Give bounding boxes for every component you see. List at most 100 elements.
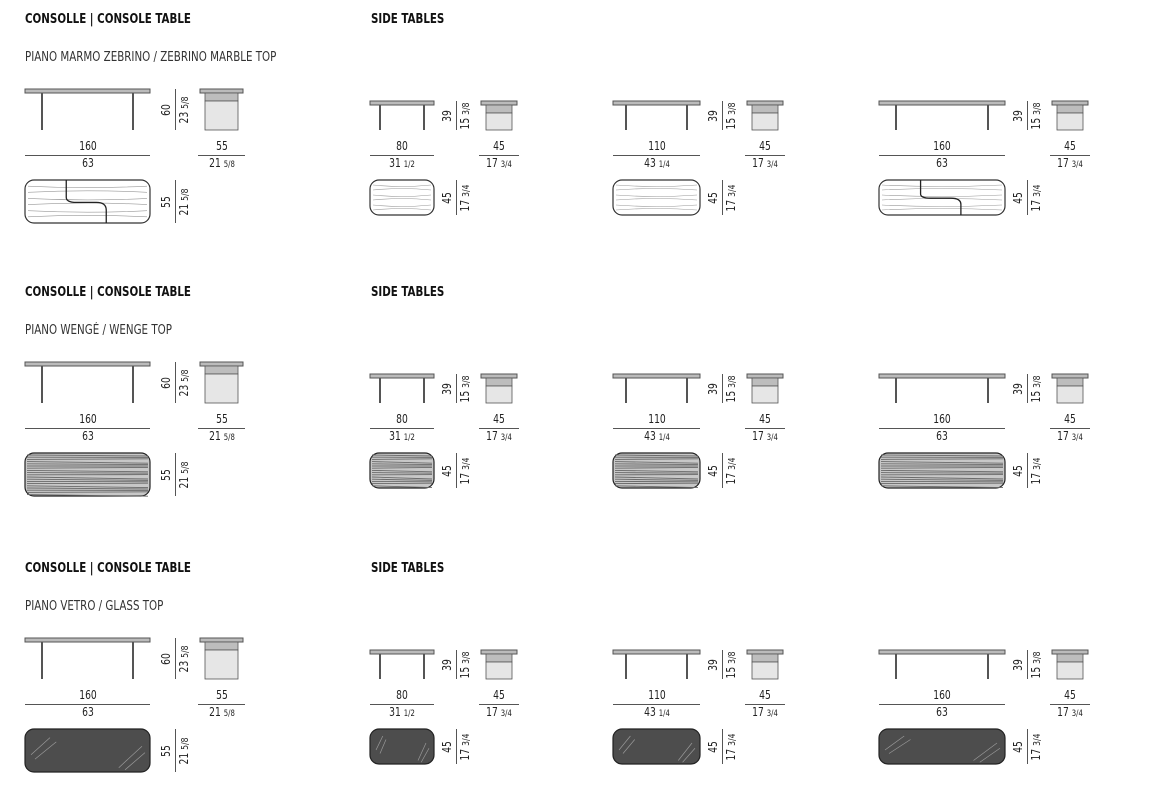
width-inches: 31 1/2 [389,705,415,719]
depth-inches: 17 3/4 [752,429,778,443]
depth-cm: 45 [759,139,771,153]
height-inches-fraction: 3/8 [727,651,738,664]
depth-cm: 55 [216,688,228,702]
width-cm-value: 110 [647,139,666,153]
depth-inches: 17 3/4 [1057,156,1083,170]
top-depth-cm: 45 [706,192,720,204]
depth-cm-value: 45 [759,688,771,702]
top-depth-inches-fraction: 5/8 [180,188,191,201]
top-depth-inches-fraction: 3/4 [1032,184,1043,197]
depth-cm-value: 45 [493,139,505,153]
height-inches-value: 15 [458,390,472,402]
width-dimension-line [370,428,434,429]
top-depth-inches-fraction: 3/4 [461,457,472,470]
height-dimension-line [1027,374,1028,403]
top-depth-cm-value: 45 [1011,740,1025,753]
top-depth-inches: 17 3/4 [724,733,738,760]
side-table-80-side-view [480,649,518,680]
top-depth-cm-value: 45 [706,740,720,753]
depth-inches: 17 3/4 [752,156,778,170]
width-cm-value: 160 [933,688,951,702]
side-table-160-top-view [878,452,1006,489]
side-table-80-top-view [369,179,435,216]
side-tables-section-title: SIDE TABLES [371,285,445,300]
width-cm-value: 160 [933,412,951,426]
height-dimension-line [175,362,176,403]
console-table-top-view [24,728,151,773]
top-depth-inches: 17 3/4 [724,457,738,484]
width-inches: 63 [82,156,94,170]
width-dimension-line [613,704,700,705]
depth-inches-fraction: 3/4 [500,160,512,170]
height-cm-value: 60 [159,103,173,116]
height-inches: 15 3/8 [1029,102,1043,129]
width-cm-value: 80 [396,688,408,702]
width-cm: 160 [933,139,951,153]
width-dimension-line [370,704,434,705]
width-inches-value: 43 [643,429,656,443]
width-cm-value: 80 [396,412,408,426]
height-inches-fraction: 5/8 [180,645,191,658]
height-cm: 39 [706,659,720,671]
console-section-title: CONSOLLE | CONSOLE TABLE [25,285,191,300]
side-table-80-top-view [369,728,435,765]
top-depth-inches-fraction: 3/4 [727,733,738,746]
side-table-160-front-view [878,373,1006,403]
width-cm: 160 [79,688,97,702]
top-depth-inches-value: 21 [177,752,191,764]
depth-inches-fraction: 3/4 [766,433,778,443]
height-inches-value: 15 [724,117,738,129]
depth-cm: 55 [216,412,228,426]
depth-inches-value: 17 [752,156,764,170]
height-cm: 39 [440,659,454,671]
side-table-80-front-view [369,649,435,679]
top-depth-cm: 55 [159,745,173,757]
side-table-80-front-view [369,100,435,130]
depth-cm: 45 [1064,688,1076,702]
depth-inches-fraction: 3/4 [766,709,778,719]
height-cm-value: 39 [440,109,454,122]
height-dimension-line [456,101,457,130]
top-depth-inches: 17 3/4 [1029,733,1043,760]
top-depth-inches: 17 3/4 [1029,184,1043,211]
height-dimension-line [1027,101,1028,130]
depth-inches: 17 3/4 [486,705,512,719]
height-inches-value: 23 [177,111,191,123]
side-table-160-front-view [878,100,1006,130]
depth-inches-value: 17 [752,429,764,443]
height-inches: 15 3/8 [724,375,738,402]
console-section-title: CONSOLLE | CONSOLE TABLE [25,12,191,27]
height-inches: 15 3/8 [458,102,472,129]
width-cm: 160 [933,412,951,426]
side-table-110-side-view [746,100,784,131]
depth-dimension-line-vertical [722,453,723,488]
side-table-160-top-view [878,728,1006,765]
console-table-front-view [24,361,151,403]
depth-inches: 21 5/8 [209,705,235,719]
width-inches-fraction: 1/2 [403,160,415,170]
width-inches-fraction: 1/2 [403,709,415,719]
console-table-top-view [24,452,151,497]
width-dimension-line [25,155,150,156]
top-depth-cm-value: 45 [440,464,454,477]
height-dimension-line [722,374,723,403]
top-depth-inches-fraction: 3/4 [727,184,738,197]
width-dimension-line [613,428,700,429]
depth-inches: 17 3/4 [486,429,512,443]
console-table-side-view [199,361,244,404]
depth-inches-value: 21 [208,429,221,443]
depth-dimension-line-vertical [175,729,176,772]
height-cm-value: 39 [1011,109,1025,122]
side-table-80-top-view [369,452,435,489]
depth-inches-fraction: 3/4 [1071,160,1083,170]
height-inches-fraction: 3/8 [1032,375,1043,388]
top-depth-cm-value: 55 [159,195,173,208]
height-dimension-line [1027,650,1028,679]
height-cm-value: 39 [440,382,454,395]
height-cm-value: 39 [1011,382,1025,395]
depth-inches: 21 5/8 [209,156,235,170]
width-cm-value: 160 [78,412,97,426]
console-table-front-view [24,88,151,130]
depth-dimension-line-vertical [722,180,723,215]
top-depth-cm-value: 45 [1011,191,1025,204]
